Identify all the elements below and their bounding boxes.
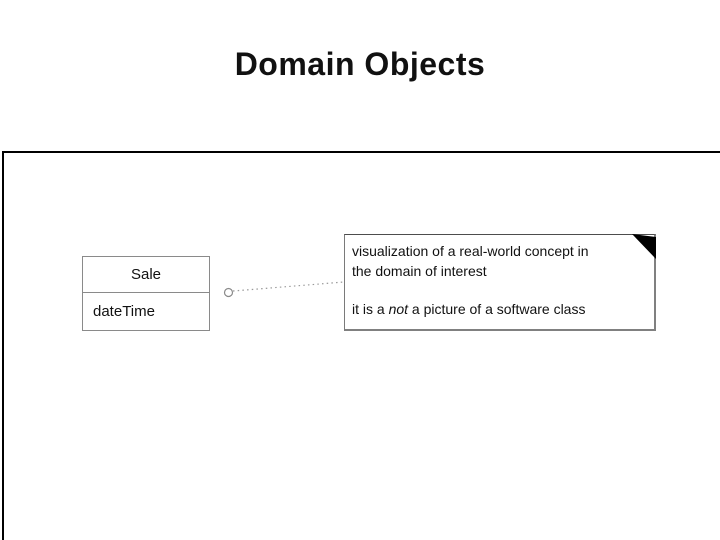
content-frame xyxy=(2,151,720,540)
note-line-3-italic: not xyxy=(388,301,409,317)
uml-class-box-sale: Sale dateTime xyxy=(82,256,210,331)
note-line-1: visualization of a real-world concept in xyxy=(352,243,589,259)
page-title: Domain Objects xyxy=(234,46,486,82)
class-name: Sale xyxy=(83,257,209,293)
note-line-3-post: a picture of a software class xyxy=(408,301,586,317)
note-line-2: the domain of interest xyxy=(352,262,487,279)
note-line-3: it is a not a picture of a software clas… xyxy=(352,300,650,320)
class-attribute: dateTime xyxy=(93,303,155,320)
uml-note-box: visualization of a real-world concept in… xyxy=(344,234,656,331)
note-line-3-pre: it is a xyxy=(352,301,389,317)
